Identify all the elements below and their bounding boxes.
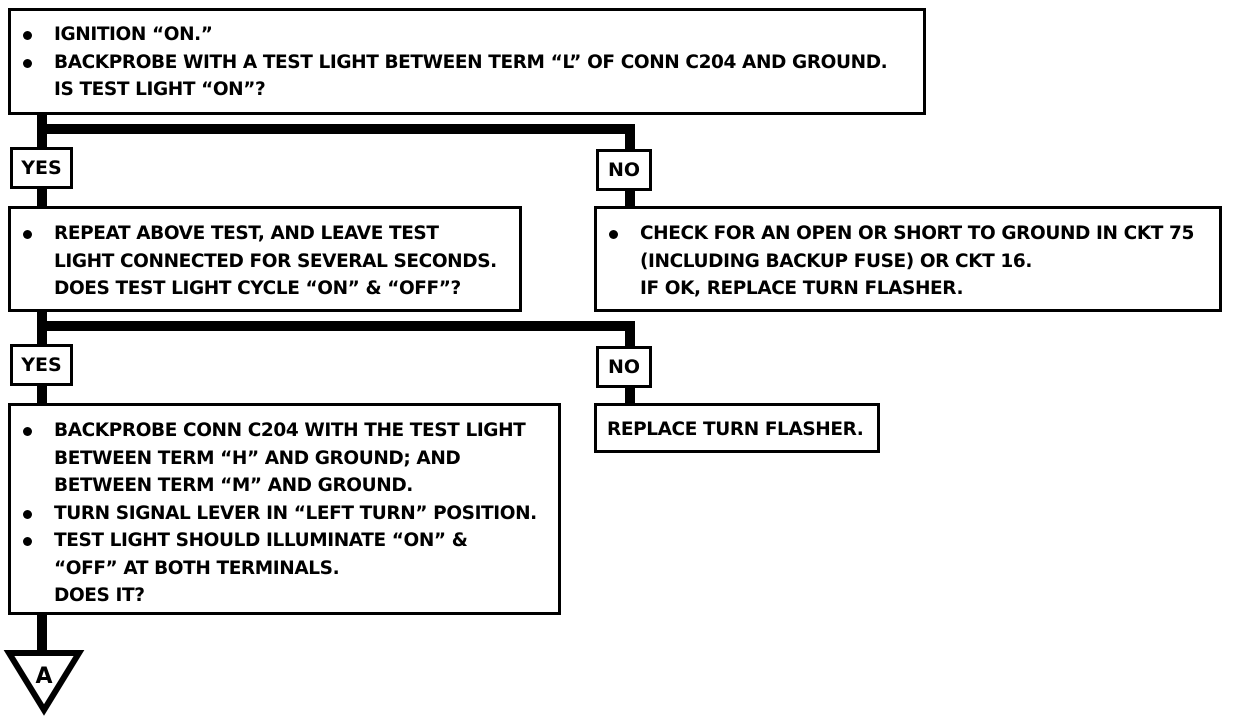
bullet-icon <box>23 509 32 519</box>
flow-line <box>625 321 635 346</box>
step1-bullet-2-text: BACKPROBE WITH A TEST LIGHT BETWEEN TERM… <box>54 51 888 73</box>
step3-no-box: REPLACE TURN FLASHER. <box>594 403 880 453</box>
step3-b1-line-3: BETWEEN TERM “M” AND GROUND. <box>54 475 413 496</box>
step1-bullet-1-text: IGNITION “ON.” <box>54 24 213 45</box>
bullet-icon <box>23 58 32 68</box>
step3-b2-line-1-text: TURN SIGNAL LEVER IN “LEFT TURN” POSITIO… <box>54 502 537 524</box>
bullet-icon <box>23 427 32 436</box>
flow-line <box>37 385 47 405</box>
step3-question: DOES IT? <box>54 585 145 606</box>
bullet-icon <box>23 230 32 239</box>
step3-b3-line-1: TEST LIGHT SHOULD ILLUMINATE “ON” & <box>11 527 558 555</box>
no-label-1: NO <box>596 149 652 191</box>
flow-line <box>37 124 635 134</box>
connector-label: A <box>35 664 52 689</box>
bullet-icon <box>23 537 32 546</box>
step3-b3-line-2: “OFF” AT BOTH TERMINALS. <box>54 557 340 579</box>
bullet-icon <box>609 230 618 239</box>
step3-yes-box: BACKPROBE CONN C204 WITH THE TEST LIGHT … <box>8 403 561 615</box>
step3-b3-line-1-text: TEST LIGHT SHOULD ILLUMINATE “ON” & <box>54 530 468 551</box>
yes-label-2: YES <box>10 344 73 386</box>
step1-box: IGNITION “ON.” BACKPROBE WITH A TEST LIG… <box>8 8 926 115</box>
step2-no-line-2: (INCLUDING BACKUP FUSE) OR CKT 16. <box>640 250 1033 272</box>
flow-line <box>37 615 47 657</box>
step1-bullet-1: IGNITION “ON.” <box>11 21 923 49</box>
flow-line <box>625 385 635 405</box>
flow-line <box>37 321 635 331</box>
flow-line <box>37 188 47 208</box>
step2-yes-line-2: LIGHT CONNECTED FOR SEVERAL SECONDS. <box>54 250 497 272</box>
step2-yes-line-1-text: REPEAT ABOVE TEST, AND LEAVE TEST <box>54 223 439 244</box>
step3-b2-line-1: TURN SIGNAL LEVER IN “LEFT TURN” POSITIO… <box>11 500 558 528</box>
step2-no-box: CHECK FOR AN OPEN OR SHORT TO GROUND IN … <box>594 206 1222 312</box>
step1-bullet-2: BACKPROBE WITH A TEST LIGHT BETWEEN TERM… <box>11 49 923 77</box>
flow-line <box>625 124 635 149</box>
bullet-icon <box>23 31 32 40</box>
step2-no-line-1: CHECK FOR AN OPEN OR SHORT TO GROUND IN … <box>597 220 1219 248</box>
step2-yes-box: REPEAT ABOVE TEST, AND LEAVE TEST LIGHT … <box>8 206 522 312</box>
step2-yes-line-3: DOES TEST LIGHT CYCLE “ON” & “OFF”? <box>54 278 461 299</box>
step3-b1-line-1-text: BACKPROBE CONN C204 WITH THE TEST LIGHT <box>54 420 526 441</box>
step3-b1-line-1: BACKPROBE CONN C204 WITH THE TEST LIGHT <box>11 417 558 445</box>
step2-yes-line-1: REPEAT ABOVE TEST, AND LEAVE TEST <box>11 220 519 248</box>
step2-no-line-1-text: CHECK FOR AN OPEN OR SHORT TO GROUND IN … <box>640 223 1194 244</box>
step3-b1-line-2: BETWEEN TERM “H” AND GROUND; AND <box>54 447 461 469</box>
step2-no-line-3: IF OK, REPLACE TURN FLASHER. <box>640 278 964 299</box>
step1-question: IS TEST LIGHT “ON”? <box>54 79 266 100</box>
step3-no-text: REPLACE TURN FLASHER. <box>607 419 864 440</box>
no-label-2: NO <box>596 346 652 388</box>
yes-label-1: YES <box>10 147 73 189</box>
flow-line <box>625 188 635 208</box>
off-page-connector-icon: A <box>3 650 85 716</box>
